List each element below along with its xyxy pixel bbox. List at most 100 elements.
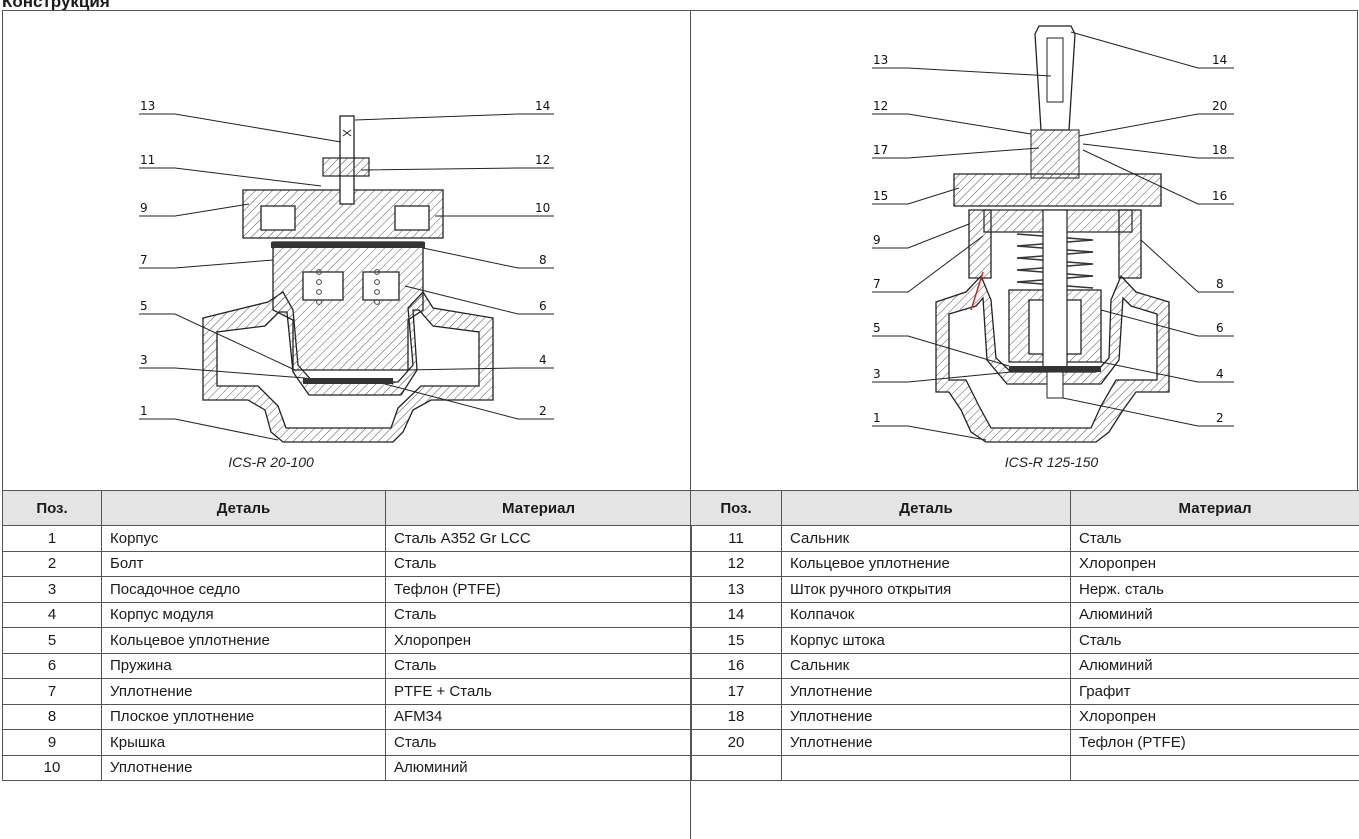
drawing-ics-r-20-100: 13 11 9 7 5 3 1 14 12 10 8 6 4 2 ICS-R 2… bbox=[3, 10, 690, 490]
material-cell: Хлоропрен bbox=[385, 627, 692, 654]
header-pos: Поз. bbox=[690, 490, 782, 526]
material-cell: Тефлон (PTFE) bbox=[1070, 729, 1359, 756]
callout-label: 17 bbox=[873, 143, 888, 157]
pos-cell: 1 bbox=[2, 525, 102, 552]
header-material: Материал bbox=[385, 490, 692, 526]
pos-cell: 8 bbox=[2, 703, 102, 730]
material-cell: Сталь bbox=[385, 601, 692, 628]
pos-cell: 7 bbox=[2, 678, 102, 705]
callout-label: 2 bbox=[539, 404, 547, 418]
pos-cell: 12 bbox=[690, 550, 782, 577]
callout-label: 20 bbox=[1212, 99, 1227, 113]
material-cell: Алюминий bbox=[1070, 601, 1359, 628]
part-cell: Уплотнение bbox=[101, 754, 386, 781]
material-cell: Сталь bbox=[385, 729, 692, 756]
callout-label: 14 bbox=[535, 99, 550, 113]
material-cell: Графит bbox=[1070, 678, 1359, 705]
part-cell: Шток ручного открытия bbox=[781, 576, 1071, 603]
right-callout-labels: 13 12 17 15 9 7 5 3 1 14 20 18 16 8 6 4 … bbox=[873, 53, 1227, 425]
callout-label: 12 bbox=[873, 99, 888, 113]
part-cell: Сальник bbox=[781, 652, 1071, 679]
header-material: Материал bbox=[1070, 490, 1359, 526]
callout-label: 11 bbox=[140, 153, 155, 167]
part-cell: Болт bbox=[101, 550, 386, 577]
pos-cell: 6 bbox=[2, 652, 102, 679]
drawings-frame bbox=[2, 10, 1358, 490]
callout-label: 18 bbox=[1212, 143, 1227, 157]
callout-label: 1 bbox=[873, 411, 881, 425]
table-row bbox=[690, 754, 1359, 781]
header-part: Деталь bbox=[781, 490, 1071, 526]
callout-label: 12 bbox=[535, 153, 550, 167]
caption-ics-r-20-100: ICS-R 20-100 bbox=[228, 454, 314, 470]
pos-cell: 11 bbox=[690, 525, 782, 552]
part-cell: Посадочное седло bbox=[101, 576, 386, 603]
callout-label: 3 bbox=[873, 367, 881, 381]
material-cell: Хлоропрен bbox=[1070, 550, 1359, 577]
callout-label: 1 bbox=[140, 404, 148, 418]
callout-label: 6 bbox=[539, 299, 547, 313]
left-callout-labels: 13 11 9 7 5 3 1 14 12 10 8 6 4 2 bbox=[140, 99, 550, 418]
pos-cell: 14 bbox=[690, 601, 782, 628]
callout-label: 9 bbox=[140, 201, 148, 215]
pos-cell: 18 bbox=[690, 703, 782, 730]
part-cell: Кольцевое уплотнение bbox=[781, 550, 1071, 577]
part-cell: Уплотнение bbox=[781, 729, 1071, 756]
part-cell bbox=[781, 754, 1071, 781]
header-pos: Поз. bbox=[2, 490, 102, 526]
pos-cell: 15 bbox=[690, 627, 782, 654]
center-divider bbox=[690, 10, 691, 839]
callout-label: 7 bbox=[140, 253, 148, 267]
material-cell: Нерж. сталь bbox=[1070, 576, 1359, 603]
callout-label: 14 bbox=[1212, 53, 1227, 67]
pos-cell: 13 bbox=[690, 576, 782, 603]
material-cell: Хлоропрен bbox=[1070, 703, 1359, 730]
material-cell: Сталь bbox=[385, 550, 692, 577]
part-cell: Уплотнение bbox=[781, 678, 1071, 705]
pos-cell: 10 bbox=[2, 754, 102, 781]
material-cell: AFM34 bbox=[385, 703, 692, 730]
part-cell: Уплотнение bbox=[781, 703, 1071, 730]
part-cell: Корпус bbox=[101, 525, 386, 552]
material-cell: Сталь A352 Gr LCC bbox=[385, 525, 692, 552]
material-cell: Алюминий bbox=[385, 754, 692, 781]
part-cell: Пружина bbox=[101, 652, 386, 679]
material-cell: PTFE + Сталь bbox=[385, 678, 692, 705]
callout-label: 13 bbox=[873, 53, 888, 67]
pos-cell: 2 bbox=[2, 550, 102, 577]
pos-cell: 4 bbox=[2, 601, 102, 628]
callout-label: 4 bbox=[1216, 367, 1224, 381]
material-cell bbox=[1070, 754, 1359, 781]
part-cell: Корпус модуля bbox=[101, 601, 386, 628]
valve-drawing-small: 13 11 9 7 5 3 1 14 12 10 8 6 4 2 bbox=[139, 99, 554, 443]
part-cell: Крышка bbox=[101, 729, 386, 756]
material-cell: Тефлон (PTFE) bbox=[385, 576, 692, 603]
part-cell: Сальник bbox=[781, 525, 1071, 552]
pos-cell: 16 bbox=[690, 652, 782, 679]
pos-cell: 9 bbox=[2, 729, 102, 756]
part-cell: Колпачок bbox=[781, 601, 1071, 628]
callout-label: 7 bbox=[873, 277, 881, 291]
callout-label: 5 bbox=[873, 321, 881, 335]
valve-drawing-large: 13 12 17 15 9 7 5 3 1 14 20 18 16 8 6 4 … bbox=[872, 25, 1234, 443]
callout-label: 8 bbox=[1216, 277, 1224, 291]
part-cell: Корпус штока bbox=[781, 627, 1071, 654]
callout-label: 9 bbox=[873, 233, 881, 247]
